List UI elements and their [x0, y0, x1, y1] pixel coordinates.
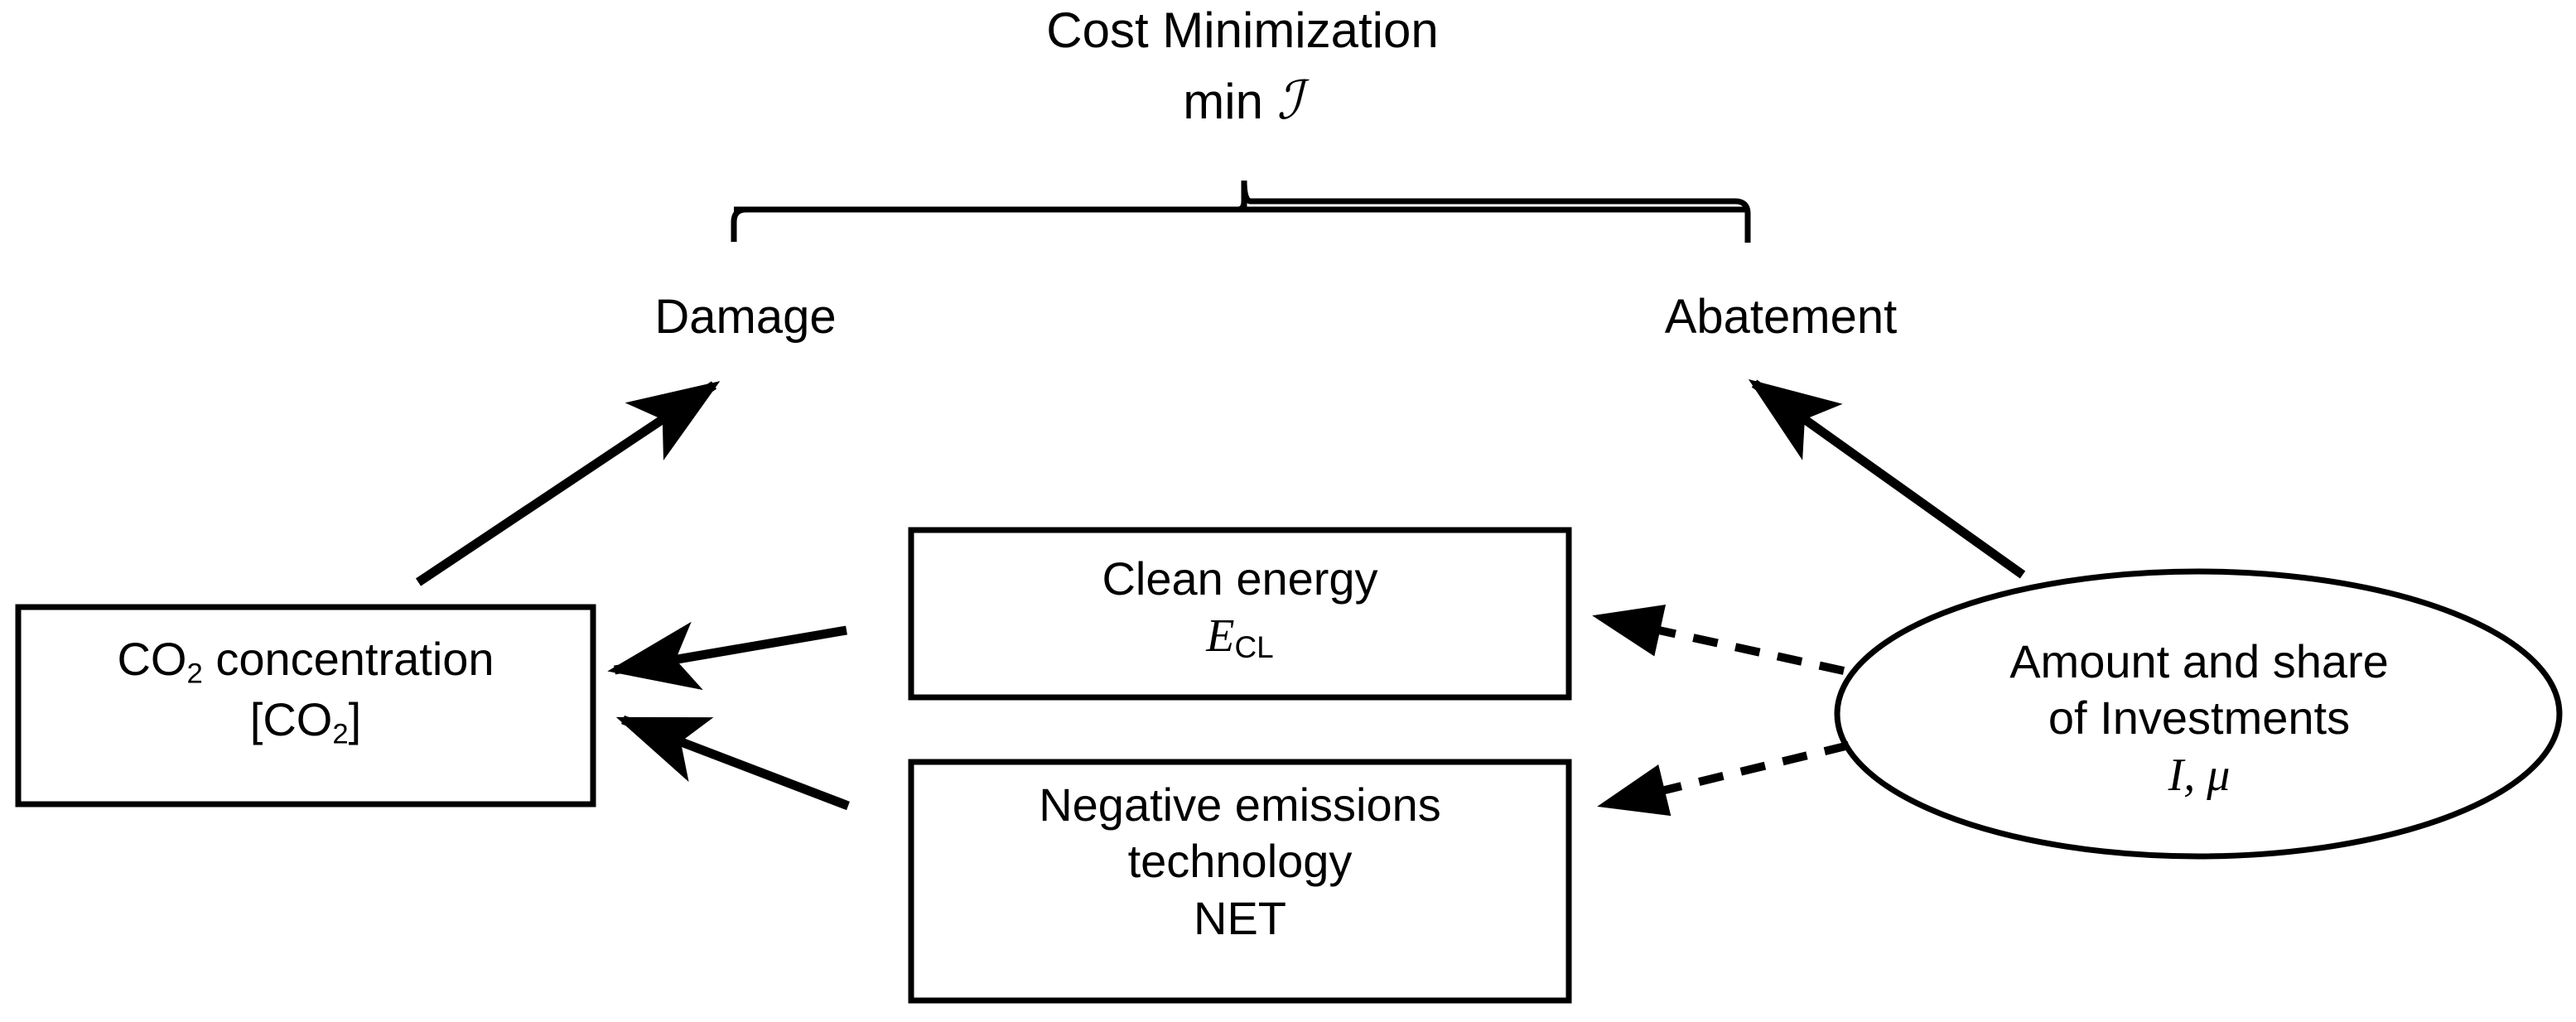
node-clean-energy-label: Clean energy ECL — [911, 551, 1569, 667]
title-line-1: Cost Minimization — [1046, 2, 1439, 58]
node-net-box — [908, 759, 1572, 1004]
co2-formula-prefix: CO — [117, 633, 187, 685]
node-net-label: Negative emissions technology NET — [911, 777, 1569, 947]
connector-investments-to-abatement — [1748, 378, 2026, 579]
clean-energy-line-2: ECL — [911, 607, 1569, 666]
investments-line-1: Amount and share — [2009, 635, 2389, 687]
investments-line-3: I, μ — [2168, 749, 2231, 801]
net-line-1: Negative emissions — [1039, 779, 1441, 831]
connector-clean-energy-to-co2 — [607, 621, 847, 691]
branch-label-abatement: Abatement — [1664, 290, 1898, 344]
co2-line-1: CO2 concentration — [18, 631, 593, 692]
investments-line-2: of Investments — [2048, 692, 2351, 745]
title-min-prefix: min — [1183, 74, 1277, 130]
connector-investments-to-net — [1597, 741, 1850, 817]
node-investments-label: Amount and share of Investments I, μ — [1851, 634, 2547, 803]
connector-co2-to-damage — [415, 381, 721, 586]
co2-line-2: [CO2] — [18, 692, 593, 752]
net-line-3: NET — [1194, 891, 1286, 944]
branch-label-damage: Damage — [654, 290, 837, 344]
cost-minimization-brace — [731, 180, 1751, 243]
title-line-2: min ℐ — [870, 69, 1615, 133]
co2-bracket-open: [CO — [249, 693, 333, 746]
clean-energy-symbol: E — [1206, 610, 1235, 663]
clean-energy-symbol-subscript: CL — [1234, 630, 1274, 665]
net-line-2: technology — [1127, 835, 1353, 888]
page-title: Cost Minimization min ℐ — [870, 0, 1615, 133]
co2-formula-subscript: 2 — [186, 658, 203, 690]
clean-energy-line-1: Clean energy — [1102, 552, 1378, 605]
title-objective-symbol: ℐ — [1276, 71, 1302, 131]
node-co2-box — [15, 604, 596, 807]
co2-bracket-close: ] — [348, 693, 362, 746]
node-clean-energy-box — [908, 527, 1572, 701]
connector-net-to-co2 — [615, 715, 850, 811]
connector-investments-to-clean-energy — [1592, 605, 1845, 675]
co2-bracket-subscript: 2 — [332, 718, 349, 750]
node-co2-label: CO2 concentration [CO2] — [18, 631, 593, 752]
co2-line-1-suffix: concentration — [202, 633, 494, 685]
node-investments-ellipse — [1834, 568, 2563, 860]
